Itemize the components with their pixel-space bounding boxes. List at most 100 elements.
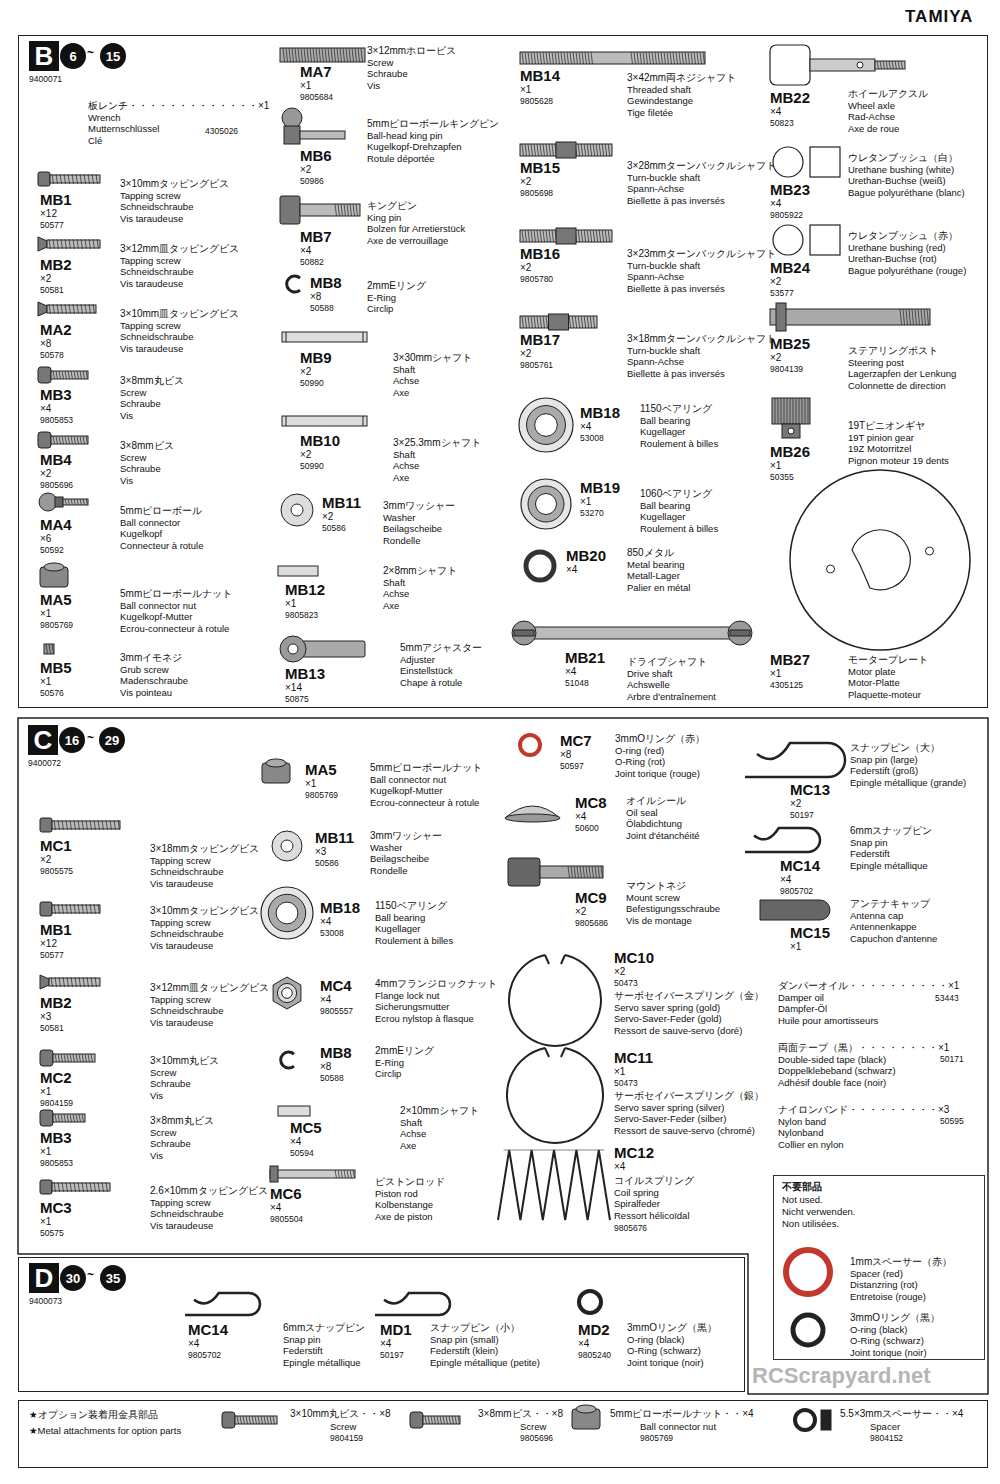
step-number-text: 35: [106, 1271, 120, 1286]
screw-thread: [652, 52, 654, 64]
part-code: MB22: [770, 90, 810, 105]
screw-thread: [452, 1416, 454, 1424]
screw-thread: [55, 1054, 57, 1062]
screw-thread: [688, 52, 690, 64]
part-description: Motor plate: [848, 666, 896, 677]
gear-tooth: [802, 398, 803, 424]
part-name: ウレタンブッシュ（白）: [848, 152, 958, 163]
part-description: Befestigungsschraube: [626, 903, 720, 914]
screw-thread: [587, 230, 589, 242]
quantity: ×4: [320, 916, 331, 927]
screw-thread: [70, 1054, 72, 1062]
drive-pin: [730, 630, 750, 636]
screw-thread: [531, 144, 533, 156]
part-description: Tapping screw: [150, 1197, 211, 1208]
part-code: MB26: [770, 444, 810, 459]
part-code: MB4: [40, 452, 72, 467]
part-description: Vis: [367, 80, 380, 91]
pin-head: [280, 196, 300, 224]
screw-thread: [583, 866, 585, 878]
spacer-side: [821, 1410, 831, 1430]
part-description: Wheel axle: [848, 100, 895, 111]
shaft: [278, 1106, 310, 1116]
screw-thread: [106, 820, 108, 830]
screw-thread: [77, 371, 79, 379]
part-name: 3×30mmシャフト: [393, 352, 472, 363]
quantity: ×3: [315, 846, 326, 857]
step-number: 29: [99, 727, 125, 753]
screw-hole: [827, 565, 835, 573]
screw-thread: [912, 309, 914, 325]
part-code: MA2: [40, 322, 72, 337]
part-code: MB3: [40, 387, 72, 402]
part-description: Circlip: [375, 1068, 401, 1079]
screw-thread: [564, 52, 566, 64]
screw-shaft: [50, 175, 100, 183]
quantity: ×2: [614, 966, 625, 977]
piston-end: [270, 1166, 278, 1182]
part-code: MB3: [40, 1130, 72, 1145]
screw-thread: [83, 371, 85, 379]
screw-thread: [88, 1054, 90, 1062]
part-number: 50823: [770, 118, 794, 128]
option-part-name: 3×10mm丸ビス・・×8: [290, 1408, 391, 1419]
oil-seal-rim: [505, 814, 560, 822]
part-name: 4mmフランジロックナット: [375, 978, 497, 989]
part-name: 6mmスナップピン: [850, 825, 932, 836]
screw-thread: [289, 48, 291, 62]
part-name: アンテナキャップ: [850, 898, 930, 909]
antenna-cap: [760, 900, 830, 920]
screw-thread: [880, 61, 882, 69]
part-description: 19T pinion gear: [848, 432, 914, 443]
nut-bore: [282, 988, 293, 999]
part-name: 3×10mmタッピングビス: [120, 178, 229, 189]
part-description: Epingle métallique: [850, 860, 928, 871]
screw-head: [38, 172, 50, 186]
part-description: O-Ring (rot): [615, 756, 665, 767]
shaft: [278, 566, 318, 576]
screw-thread: [55, 977, 57, 987]
screw-thread: [602, 144, 604, 156]
screw-thread: [307, 48, 309, 62]
screw-thread: [352, 48, 354, 62]
screw-shaft: [47, 305, 96, 313]
part-description: Motor-Platte: [848, 677, 900, 688]
part-description: Steering post: [848, 357, 904, 368]
part-code: MB19: [580, 480, 620, 495]
part-code: MB5: [40, 660, 72, 675]
part-description: Biellette à pas inversés: [627, 195, 725, 206]
section-letter: D: [29, 1263, 59, 1293]
part-description: Ball-head king pin: [367, 130, 443, 141]
quantity: ×4: [580, 421, 591, 432]
screw-thread: [581, 144, 583, 156]
part-code: MB8: [310, 275, 342, 290]
part-number: 9805684: [300, 92, 333, 102]
part-name: 3mmOリング（黒）: [850, 1312, 940, 1323]
part-description: Huile pour amortisseurs: [778, 1015, 878, 1026]
screw-thread: [534, 230, 536, 242]
screw-thread: [593, 316, 595, 328]
part-description: Urethan-Buchse (weiß): [848, 175, 946, 186]
part-description: Einstellstück: [400, 665, 453, 676]
screw-thread: [581, 230, 583, 242]
part-description: Vis taraudeuse: [150, 1220, 213, 1231]
screw-thread: [240, 1416, 242, 1424]
note-text: ★Metal attachments for option parts: [29, 1425, 181, 1436]
step-number: 15: [100, 43, 126, 69]
screw-thread: [56, 371, 58, 379]
screw-thread: [440, 1416, 442, 1424]
part-description: Distanzring (rot): [850, 1279, 918, 1290]
screw-thread: [70, 904, 72, 914]
screw-thread: [549, 52, 551, 64]
part-number: 9805696: [520, 1433, 553, 1443]
part-description: Wrench: [88, 112, 121, 123]
part-description: Plaquette-moteur: [848, 689, 921, 700]
screw-thread: [76, 174, 78, 184]
part-name: 3×12mm皿タッピングビス: [150, 982, 269, 993]
part-description: Nylonband: [778, 1127, 823, 1138]
part-description: Schneidschraube: [120, 201, 193, 212]
lock-nut: [273, 977, 301, 1009]
screw-thread: [700, 52, 702, 64]
part-description: Federstift (groß): [850, 765, 918, 776]
gear-tooth: [799, 398, 800, 424]
